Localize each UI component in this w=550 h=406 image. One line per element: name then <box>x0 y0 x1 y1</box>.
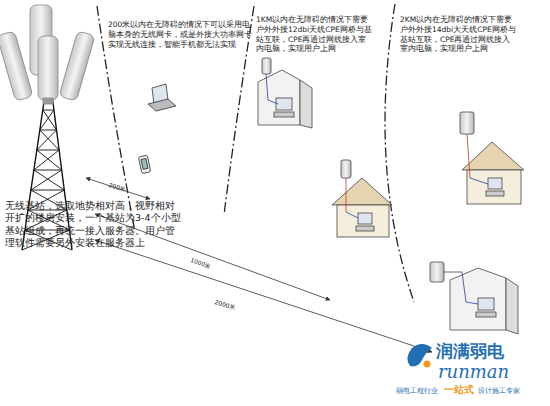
smartphone <box>138 155 150 173</box>
house <box>467 134 470 178</box>
coverage-note: 2KM以内在无障碍的情况下需要户外外接14dbi大天线CPE网桥与基站互联，CP… <box>400 15 518 54</box>
tower <box>40 130 57 131</box>
house <box>466 302 478 304</box>
distance-label: 2000米 <box>214 298 237 312</box>
house <box>467 170 521 204</box>
laptop <box>148 84 176 111</box>
house <box>462 142 524 170</box>
house <box>444 272 462 273</box>
house <box>476 312 496 317</box>
distance-line <box>86 178 150 199</box>
house <box>506 278 518 334</box>
distance-line <box>95 240 432 352</box>
tower <box>31 190 64 191</box>
logo-icon <box>424 361 431 368</box>
base-station-antenna <box>59 31 95 101</box>
house <box>268 100 278 104</box>
house <box>337 205 389 237</box>
logo-wordmark: runman <box>438 360 509 383</box>
logo-slogan: 弱电工程行业 <box>396 387 438 396</box>
base-station-antenna <box>38 36 58 100</box>
house <box>332 160 392 237</box>
house <box>276 98 292 110</box>
house <box>488 178 502 189</box>
house <box>430 262 444 282</box>
house <box>460 112 474 134</box>
tower <box>43 110 54 111</box>
smartphone <box>138 155 150 173</box>
house <box>332 178 392 205</box>
logo-slogan: 设计施工专家 <box>478 387 520 396</box>
logo-slogan: 一站式 <box>444 383 474 396</box>
house <box>430 262 518 334</box>
tower <box>37 150 59 151</box>
coverage-boundary <box>97 4 414 302</box>
base-station-antenna <box>0 31 33 101</box>
coverage-note: 1KM以内在无障碍的情况下需要户外外接12dbi天线CPE网桥与基站互联，CPE… <box>256 15 374 54</box>
house <box>356 226 374 231</box>
tower <box>34 170 62 171</box>
house <box>274 112 294 117</box>
coverage-note: 200米以内在无障碍的情况下可以采用电脑本身的无线网卡，或是外接大功率网卡实现无… <box>108 20 258 49</box>
house <box>258 70 300 125</box>
house <box>470 178 488 184</box>
house <box>478 298 494 310</box>
house <box>346 212 358 218</box>
distance-label: 200米 <box>108 181 127 194</box>
house <box>262 58 271 74</box>
house <box>346 178 347 212</box>
house <box>341 160 351 178</box>
house <box>266 74 268 100</box>
house <box>358 213 372 224</box>
base-station-antenna <box>43 98 53 104</box>
house <box>300 80 312 128</box>
smartphone <box>141 158 148 169</box>
logo-icon <box>407 344 432 368</box>
house <box>450 268 506 330</box>
house <box>462 272 466 302</box>
logo-name: 润满弱电 <box>436 340 504 362</box>
distance-label: 1000米 <box>189 256 212 271</box>
house <box>258 58 312 128</box>
house <box>486 191 504 196</box>
base-station-note: 无线基站，选取地势相对高，视野相对开扩的楼房安装，一个基站为3-4个小型基站组成… <box>5 200 183 249</box>
house <box>460 112 524 204</box>
laptop <box>148 99 176 111</box>
base-station-antenna <box>0 5 95 104</box>
